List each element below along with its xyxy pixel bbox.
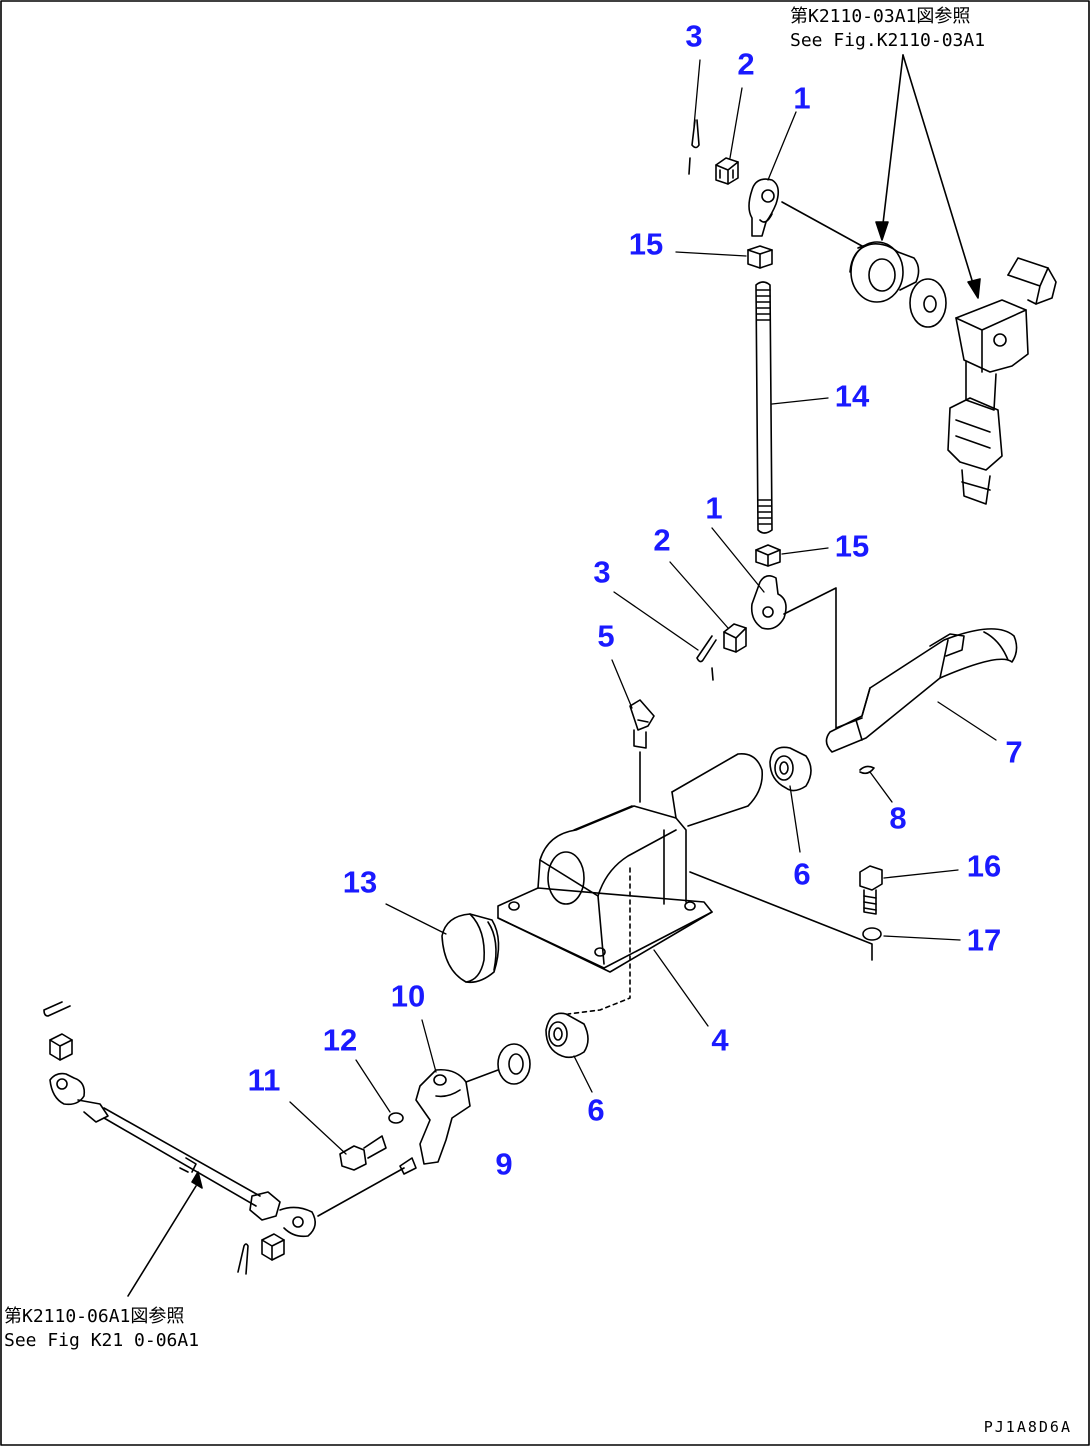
- lock-nut-bottom: [755, 544, 781, 567]
- callout-8: 8: [889, 800, 907, 836]
- callout-6-lower: 6: [587, 1092, 605, 1128]
- callout-4: 4: [711, 1022, 729, 1058]
- bushing-lower: [545, 1012, 589, 1059]
- threaded-rod: [755, 281, 773, 534]
- callout-2-bottom: 2: [653, 522, 671, 558]
- callout-15-bottom: 15: [834, 528, 870, 564]
- callout-12: 12: [322, 1022, 358, 1058]
- callout-3-top: 3: [685, 18, 703, 54]
- bolt: [859, 865, 883, 915]
- spring-washer: [862, 927, 882, 941]
- link-line-top: [781, 201, 863, 247]
- cotter-pin-lower-left: [43, 1001, 71, 1017]
- bottom-ref-en: See Fig K21 0-06A1: [4, 1330, 200, 1351]
- bracket-housing: [497, 753, 764, 973]
- lever-stud: [399, 1157, 417, 1175]
- cotter-pin-lower: [237, 1243, 249, 1275]
- callout-14: 14: [834, 378, 870, 414]
- ball-joint-bottom: [750, 574, 787, 630]
- callout-9: 9: [495, 1146, 513, 1182]
- callout-11: 11: [247, 1062, 281, 1098]
- bushing-upper: [769, 746, 812, 792]
- snap-ring: [859, 765, 875, 775]
- castle-nut-lower-left: [49, 1033, 73, 1061]
- seal-ring: [497, 1043, 531, 1085]
- callout-10: 10: [390, 978, 426, 1014]
- plain-washer: [388, 1112, 404, 1124]
- callout-6-upper: 6: [793, 856, 811, 892]
- guide-line-bolt: [689, 871, 873, 961]
- top-ref-en: See Fig.K2110-03A1: [790, 30, 986, 51]
- castle-nut-lower: [261, 1233, 285, 1261]
- ball-joint-top: [748, 178, 780, 237]
- callout-3-bottom: 3: [593, 554, 611, 590]
- cotter-pin-top: [688, 119, 700, 175]
- figure-code: PJ1A8D6A: [983, 1418, 1072, 1436]
- reference-arrow-bottom: [127, 1171, 203, 1297]
- leader-lines: [289, 59, 997, 1155]
- lever-arm: [415, 1068, 499, 1165]
- callout-15-top: 15: [628, 226, 664, 262]
- castle-nut-bottom: [723, 623, 747, 653]
- end-cap: [441, 913, 500, 984]
- callout-5: 5: [597, 618, 615, 654]
- callout-16: 16: [966, 848, 1002, 884]
- link-rod: [49, 1072, 405, 1238]
- clamp-bolt: [339, 1135, 387, 1171]
- bottom-ref-jp: 第K2110-06A1図参照: [4, 1306, 185, 1327]
- reference-arrows-top: [875, 54, 981, 299]
- castle-nut-top: [715, 157, 739, 185]
- callout-1-top: 1: [793, 80, 811, 116]
- control-valve: [947, 257, 1057, 505]
- callout-13: 13: [342, 864, 378, 900]
- lever-shaft: [825, 628, 1018, 753]
- guide-line-shaft: [783, 587, 863, 729]
- callout-2-top: 2: [737, 46, 755, 82]
- lever-plate: [849, 241, 920, 303]
- cotter-pin-bottom: [696, 635, 717, 681]
- callout-1-bottom: 1: [705, 490, 723, 526]
- centerline-housing: [567, 867, 631, 1015]
- top-ref-jp: 第K2110-03A1図参照: [790, 6, 971, 27]
- callout-7: 7: [1005, 734, 1023, 770]
- washer-top: [909, 278, 947, 328]
- callout-17: 17: [966, 922, 1002, 958]
- grease-fitting: [629, 699, 655, 803]
- lock-nut-top: [747, 245, 773, 269]
